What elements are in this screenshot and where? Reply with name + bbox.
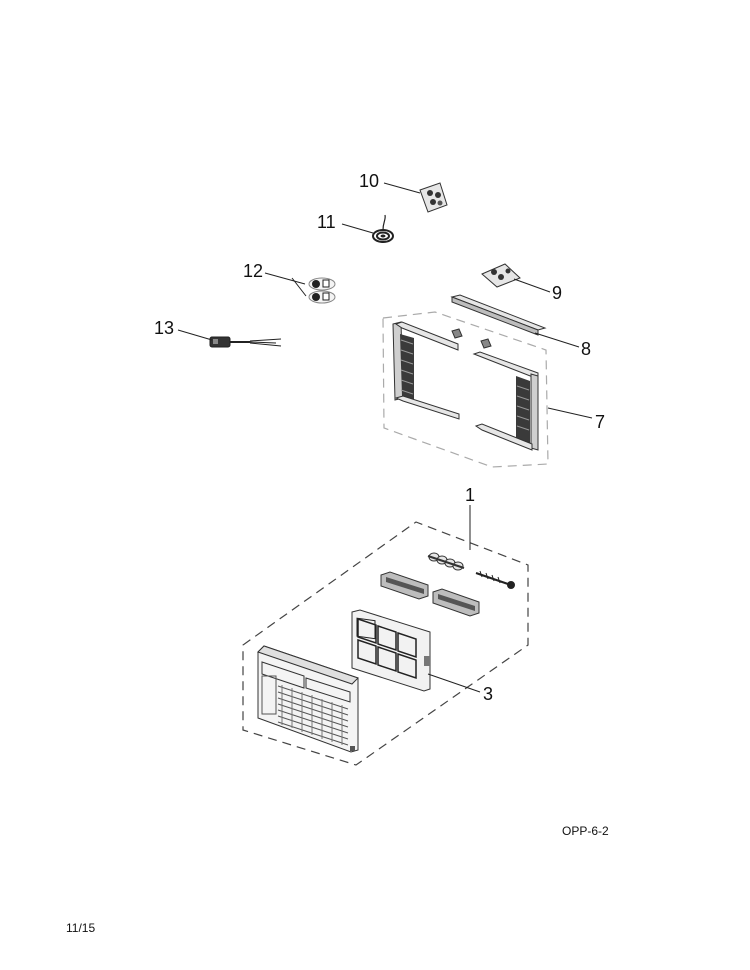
part-10-bracket: [419, 182, 448, 213]
callout-11: 11: [317, 212, 336, 232]
seal-block-1: [380, 571, 429, 600]
leader-11: [341, 223, 374, 234]
leader-12a: [264, 272, 306, 285]
front-grille: [257, 645, 359, 753]
leader-10: [383, 182, 421, 194]
diagram-code: OPP-6-2: [562, 824, 609, 838]
part-1-accessory-kit: [242, 521, 529, 766]
leader-12b: [291, 277, 307, 297]
leader-13: [177, 329, 213, 341]
callout-12: 12: [243, 261, 263, 281]
callout-13: 13: [154, 318, 174, 338]
callout-7: 7: [595, 412, 605, 432]
screw-strip: [427, 552, 465, 571]
callout-9: 9: [552, 283, 562, 303]
part-13-power-cord: [209, 336, 282, 348]
leader-8: [534, 332, 580, 348]
part-12-fasteners: [308, 277, 336, 304]
part-3-air-filter: [351, 609, 431, 692]
part-9-bracket: [481, 263, 521, 288]
callout-3: 3: [483, 684, 493, 704]
page-number: 11/15: [66, 921, 96, 935]
part-8-top-rail: [450, 294, 547, 336]
callout-8: 8: [581, 339, 591, 359]
callout-1: 1: [465, 485, 475, 505]
leader-7: [547, 407, 593, 419]
part-11-spring: [372, 214, 394, 243]
leader-3: [427, 673, 481, 693]
seal-block-2: [432, 588, 480, 617]
callout-10: 10: [359, 171, 379, 191]
part-7-window-frame-kit: [382, 311, 549, 468]
leader-9: [513, 278, 551, 293]
long-screw: [475, 570, 515, 589]
